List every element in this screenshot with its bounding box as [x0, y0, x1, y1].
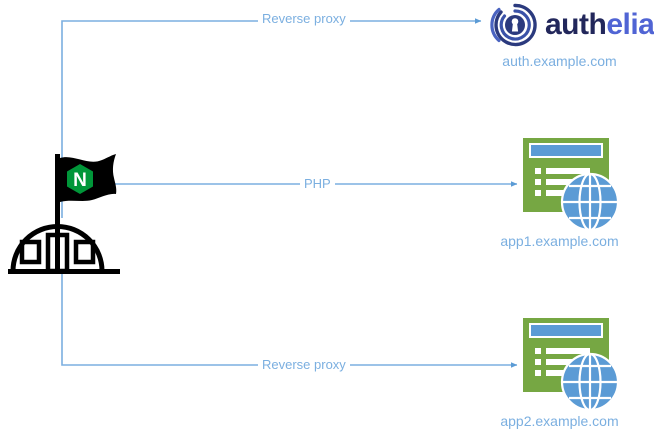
- nginx-window-left-icon: [19, 239, 42, 265]
- authelia-wordmark: authelia: [545, 6, 654, 44]
- nginx-dome-icon: [10, 224, 105, 272]
- authelia-lock-icon: [490, 3, 537, 47]
- node-authelia[interactable]: authelia: [489, 2, 654, 48]
- web-app-globe-icon: [523, 138, 620, 232]
- authelia-wordmark-part1: auth: [545, 8, 607, 41]
- caption-auth-example-com: auth.example.com: [502, 53, 617, 69]
- nginx-door-icon: [45, 232, 70, 274]
- nginx-hexagon-icon: [67, 164, 93, 194]
- edge-label-php: PHP: [300, 176, 335, 192]
- caption-app1-example-com: app1.example.com: [500, 233, 619, 249]
- node-nginx[interactable]: N: [8, 152, 132, 276]
- node-app2[interactable]: [521, 316, 625, 414]
- nginx-letter-n: N: [73, 170, 87, 191]
- edge-label-reverse-proxy-auth: Reverse proxy: [258, 11, 350, 27]
- edge-nginx-to-app2: [61, 270, 518, 368]
- node-app1[interactable]: [521, 136, 625, 234]
- nginx-window-right-icon: [73, 239, 96, 265]
- authelia-wordmark-part2: elia: [606, 8, 654, 41]
- edge-label-reverse-proxy-app2: Reverse proxy: [258, 357, 350, 373]
- web-app-globe-icon: [523, 318, 620, 412]
- caption-app2-example-com: app2.example.com: [500, 413, 619, 429]
- nginx-flagpole-icon: [55, 154, 60, 270]
